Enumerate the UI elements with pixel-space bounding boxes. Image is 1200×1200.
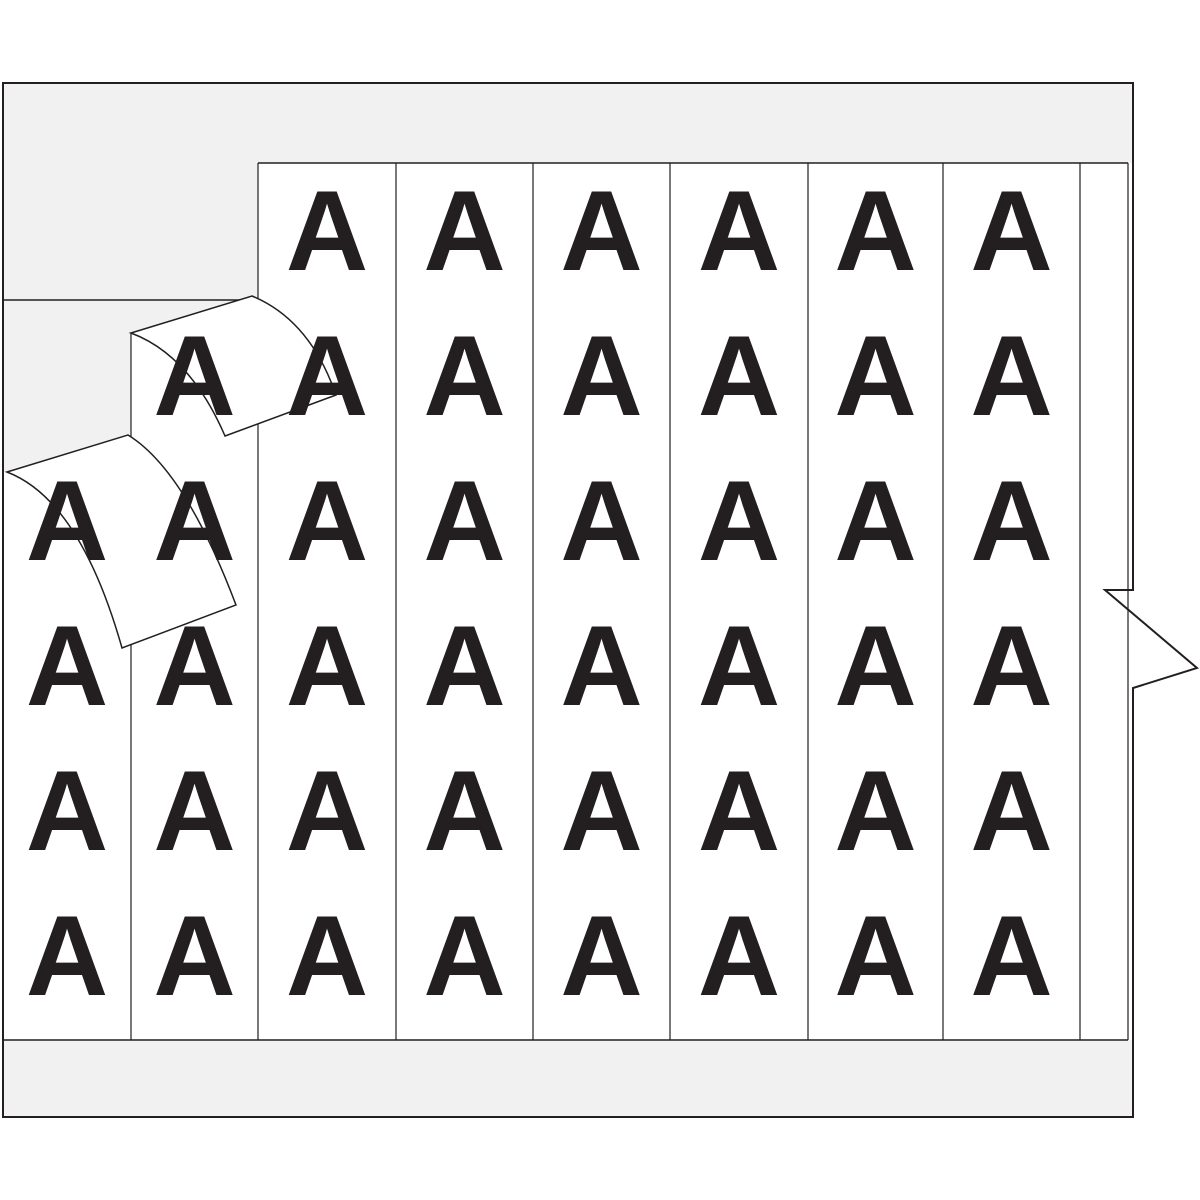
peeled-label xyxy=(128,295,337,437)
label-character: A xyxy=(560,458,642,585)
liner-bottom-band xyxy=(4,1040,1132,1116)
label-character: A xyxy=(970,893,1052,1020)
label-character: A xyxy=(834,603,916,730)
label-character: A xyxy=(26,603,108,730)
label-character: A xyxy=(153,313,235,440)
label-character: A xyxy=(698,313,780,440)
label-character: A xyxy=(423,458,505,585)
label-character: A xyxy=(560,313,642,440)
liner-top-band xyxy=(4,84,1132,163)
label-character: A xyxy=(834,748,916,875)
label-character: A xyxy=(153,893,235,1020)
label-character: A xyxy=(423,313,505,440)
label-character: A xyxy=(560,168,642,295)
label-character: A xyxy=(698,168,780,295)
label-character: A xyxy=(286,313,368,440)
label-character: A xyxy=(286,603,368,730)
label-character: A xyxy=(286,168,368,295)
label-character: A xyxy=(970,313,1052,440)
label-character: A xyxy=(970,748,1052,875)
label-character: A xyxy=(698,603,780,730)
label-character: A xyxy=(834,313,916,440)
label-character: A xyxy=(560,893,642,1020)
label-character: A xyxy=(153,458,235,585)
label-character: A xyxy=(286,893,368,1020)
label-character: A xyxy=(698,893,780,1020)
label-character: A xyxy=(423,168,505,295)
label-character: A xyxy=(26,458,108,585)
label-character: A xyxy=(970,603,1052,730)
label-character: A xyxy=(153,748,235,875)
label-character: A xyxy=(26,893,108,1020)
label-character: A xyxy=(560,603,642,730)
label-character: A xyxy=(423,893,505,1020)
label-character: A xyxy=(698,748,780,875)
label-character: A xyxy=(970,458,1052,585)
peeled-label xyxy=(4,434,237,649)
label-character: A xyxy=(423,748,505,875)
label-character: A xyxy=(560,748,642,875)
label-character: A xyxy=(834,893,916,1020)
label-character: A xyxy=(834,168,916,295)
label-character: A xyxy=(970,168,1052,295)
label-character: A xyxy=(26,748,108,875)
label-character: A xyxy=(286,748,368,875)
exposed-liner-area xyxy=(4,163,258,300)
label-character: A xyxy=(834,458,916,585)
label-character: A xyxy=(153,603,235,730)
label-character: A xyxy=(286,458,368,585)
label-character: A xyxy=(698,458,780,585)
label-character: A xyxy=(423,603,505,730)
